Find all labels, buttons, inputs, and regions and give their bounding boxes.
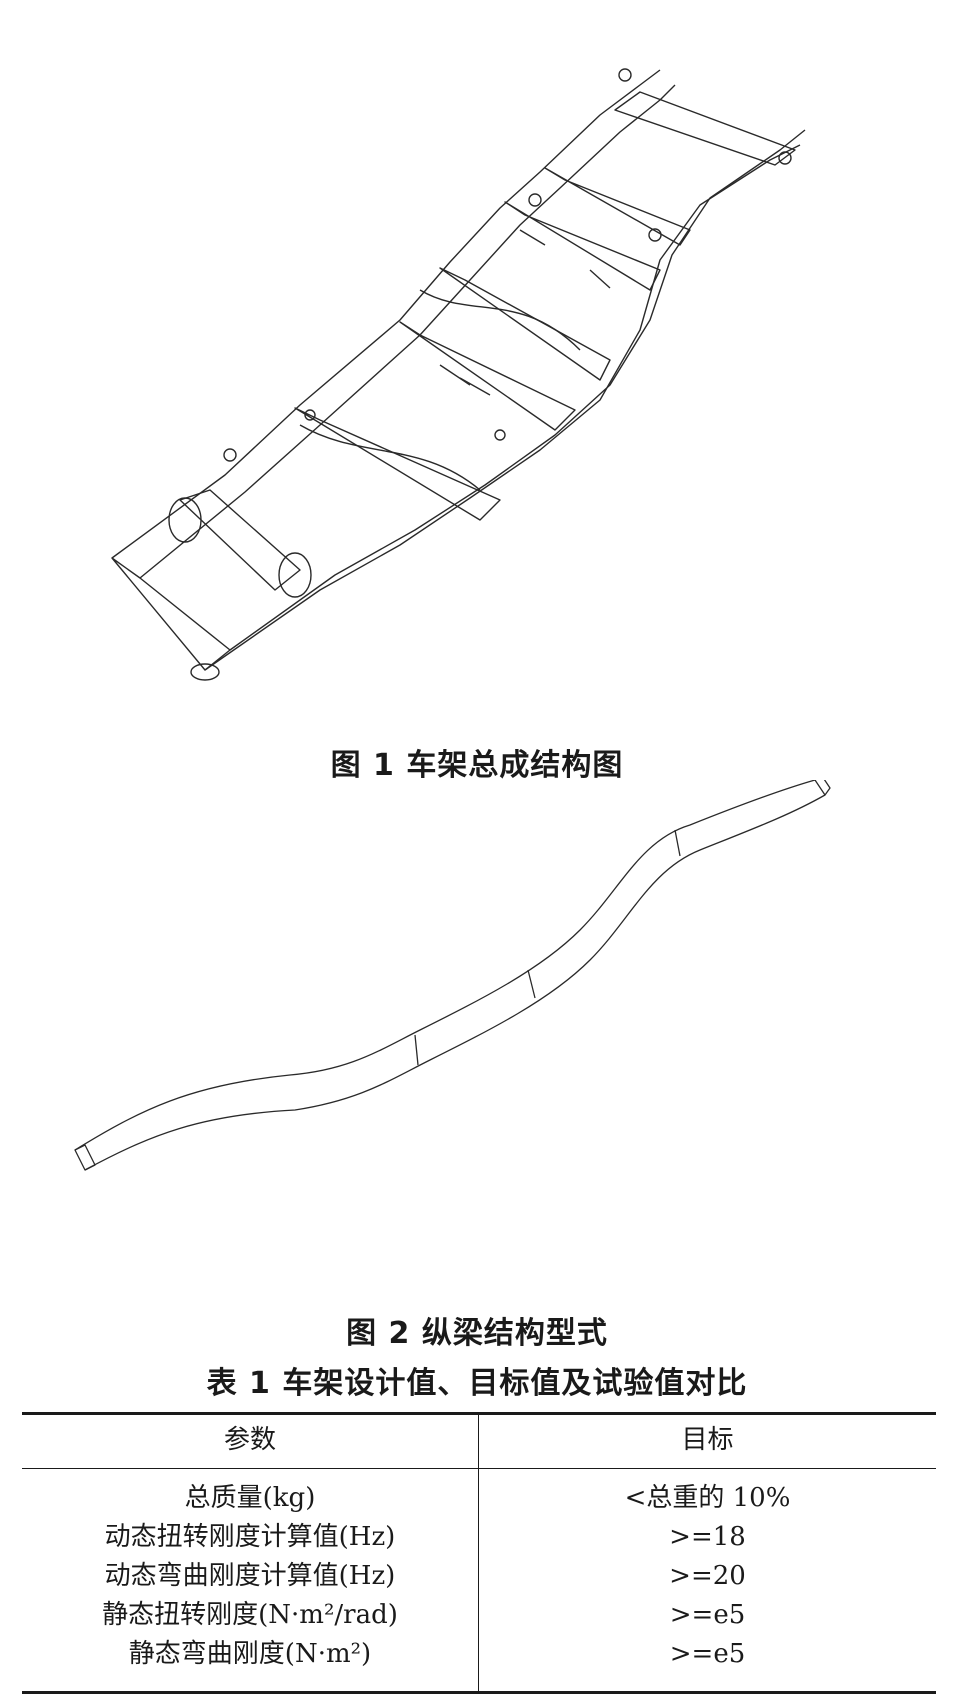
beam-front-end <box>815 780 830 795</box>
crossmember-6 <box>505 202 660 290</box>
beam-rear-end <box>75 1145 95 1170</box>
table-top-rule <box>22 1412 936 1415</box>
table-header-rule <box>22 1468 936 1469</box>
table-cell-param: 动态弯曲刚度计算值(Hz) <box>104 1561 396 1591</box>
left-rail-inner <box>140 85 675 578</box>
right-rail-inner <box>230 130 805 650</box>
table-bottom-rule <box>22 1691 936 1694</box>
left-rail-outer <box>112 70 660 558</box>
table-cell-param: 动态扭转刚度计算值(Hz) <box>104 1522 396 1552</box>
header-target: 目标 <box>681 1425 734 1455</box>
mount-hole <box>495 430 505 440</box>
frame-assembly-drawing <box>0 30 954 720</box>
crossmember-3 <box>295 408 500 520</box>
table-cell-param: 静态扭转刚度(N·m²/rad) <box>102 1600 398 1630</box>
table-cell-target: >=e5 <box>669 1600 746 1630</box>
mount-hole <box>619 69 631 81</box>
comparison-table: 参数 目标 总质量(kg) <总重的 10% 动态扭转刚度计算值(Hz) >=1… <box>22 1412 936 1698</box>
beam-top-edge <box>75 780 815 1150</box>
header-param: 参数 <box>223 1425 276 1455</box>
mount-hole <box>779 152 791 164</box>
table-cell-target: >=20 <box>669 1561 746 1591</box>
section-seam <box>415 1035 418 1065</box>
mount-hole <box>529 194 541 206</box>
table-cell-target: >=18 <box>669 1522 746 1552</box>
hitch-bracket <box>191 664 219 680</box>
beam-bottom-edge <box>85 795 825 1170</box>
shackle-bracket <box>169 498 201 542</box>
center-panel-curve <box>300 425 480 490</box>
table-cell-target: <总重的 10% <box>624 1483 791 1513</box>
mount-hole <box>649 229 661 241</box>
section-seam <box>528 970 535 998</box>
crossmember-4 <box>400 322 575 430</box>
longitudinal-beam-drawing <box>0 780 954 1290</box>
crossmember-2 <box>180 490 300 590</box>
mount-hole <box>224 449 236 461</box>
section-seam <box>675 830 680 856</box>
mount-hole <box>305 410 315 420</box>
crossmember-rear <box>112 558 230 670</box>
table-cell-target: >=e5 <box>669 1639 746 1669</box>
table-column-divider <box>478 1412 479 1692</box>
figure-1-caption: 图 1 车架总成结构图 <box>330 748 624 783</box>
right-rail-outer <box>205 145 800 670</box>
table-1-caption: 表 1 车架设计值、目标值及试验值对比 <box>206 1366 748 1401</box>
figure-2-caption: 图 2 纵梁结构型式 <box>346 1316 608 1351</box>
crossmember-7 <box>545 168 690 245</box>
table-cell-param: 静态弯曲刚度(N·m²) <box>128 1639 372 1669</box>
crossmember-front <box>615 92 795 165</box>
shackle-bracket <box>279 553 311 597</box>
mid-panel-curve <box>420 290 580 350</box>
table-cell-param: 总质量(kg) <box>184 1483 316 1513</box>
crossmember-5 <box>440 268 610 380</box>
